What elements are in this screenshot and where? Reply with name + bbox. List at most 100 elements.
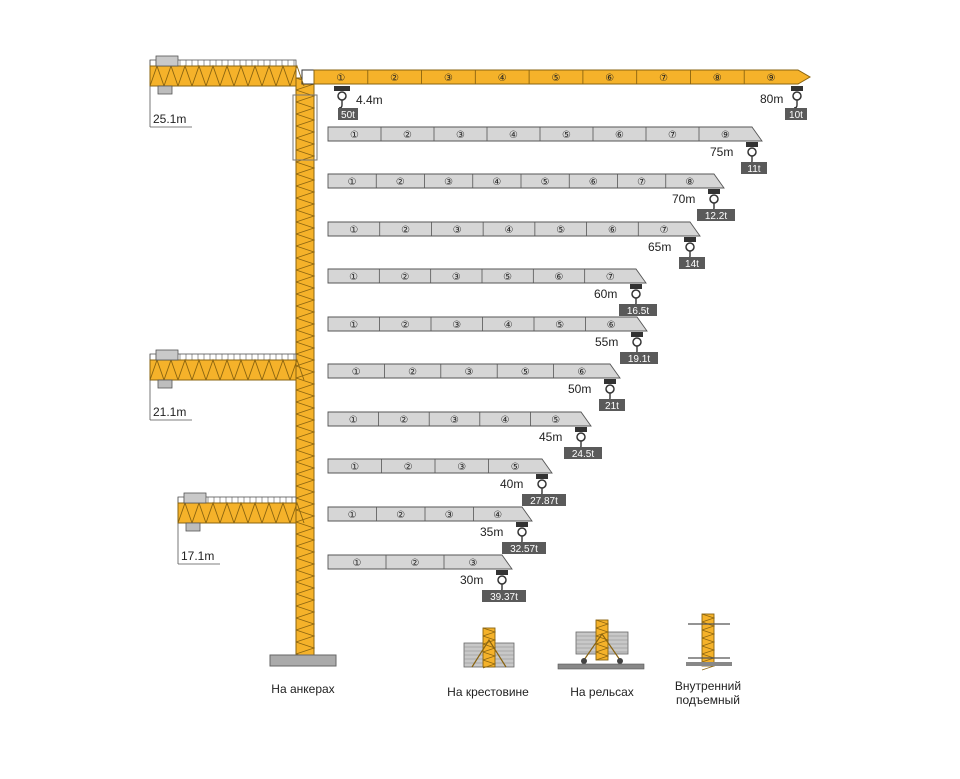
jib-config-radius: 45m bbox=[539, 430, 562, 444]
jib-config-section-number: ① bbox=[348, 177, 357, 188]
jib-config-load-tag bbox=[679, 257, 705, 269]
jib-config-radius: 35m bbox=[480, 525, 503, 539]
jib-config-section-number: ③ bbox=[444, 177, 453, 188]
jib-config-section-number: ③ bbox=[469, 558, 478, 569]
jib-config-load: 21t bbox=[605, 401, 619, 412]
trolley-icon bbox=[684, 237, 696, 242]
mini-mast-lacing bbox=[595, 619, 610, 661]
jib-config-section-number: ② bbox=[396, 177, 405, 188]
jib-config-load-tag bbox=[697, 209, 735, 221]
jib-config-section-number: ④ bbox=[505, 225, 514, 236]
trolley-icon bbox=[496, 570, 508, 575]
mini-mast-lacing bbox=[482, 627, 497, 669]
jib-config-load: 32.57t bbox=[510, 544, 538, 555]
jib-config-section-number: ⑧ bbox=[685, 177, 694, 188]
counter-jib-length: 21.1m bbox=[153, 405, 186, 419]
counterweight-block-icon bbox=[185, 522, 201, 532]
jib-config-section-number: ② bbox=[396, 510, 405, 521]
jib-config-load: 12.2t bbox=[705, 211, 727, 222]
counterweight-block-icon bbox=[157, 85, 173, 95]
jib-config-section-number: ② bbox=[411, 558, 420, 569]
jib-config-section-number: ① bbox=[349, 225, 358, 236]
wheel-icon bbox=[581, 658, 587, 664]
trolley-icon bbox=[630, 284, 642, 289]
main-jib-section-number: ④ bbox=[498, 73, 507, 84]
counterweight-icon bbox=[183, 492, 207, 504]
hook-block-icon bbox=[792, 91, 802, 101]
climbing-frame bbox=[292, 94, 318, 161]
counter-jib-2: 17.1m bbox=[177, 492, 305, 565]
jib-config-section-number: ⑨ bbox=[721, 130, 730, 141]
jib-config-radius: 55m bbox=[595, 335, 618, 349]
jib-config-radius: 65m bbox=[648, 240, 671, 254]
base-types: На крестовине На рельсах Внутреннийподъемн… bbox=[447, 613, 741, 707]
base-cross: На крестовине bbox=[447, 627, 529, 699]
trolley-icon bbox=[746, 142, 758, 147]
trolley-icon bbox=[334, 86, 350, 91]
jib-config-section-number: ⑤ bbox=[555, 320, 564, 331]
counterweight-icon bbox=[155, 349, 179, 361]
counter-jib-length: 25.1m bbox=[153, 112, 186, 126]
jib-config-section-number: ② bbox=[399, 415, 408, 426]
jib-config-body bbox=[327, 126, 763, 142]
jib-config-section-number: ④ bbox=[509, 130, 518, 141]
jib-config-radius: 60m bbox=[594, 287, 617, 301]
hook-block-icon bbox=[709, 194, 719, 204]
jib-config-section-number: ⑤ bbox=[511, 462, 520, 473]
trolley-icon bbox=[631, 332, 643, 337]
main-jib-section-number: ① bbox=[336, 73, 345, 84]
jib-config-body bbox=[327, 316, 648, 332]
jib-config-section-number: ② bbox=[403, 130, 412, 141]
jib-config-load: 39.37t bbox=[490, 592, 518, 603]
main-jib-tip-load: 10t bbox=[789, 110, 803, 121]
main-jib-section-number: ⑦ bbox=[659, 73, 668, 84]
jib-config-load: 24.5t bbox=[572, 449, 594, 460]
foundation-block bbox=[269, 654, 337, 667]
jib-config-section-number: ③ bbox=[450, 415, 459, 426]
jib-config-section-number: ① bbox=[353, 558, 362, 569]
base-label-anchors: На анкерах bbox=[271, 682, 334, 696]
jib-config-load: 11t bbox=[747, 164, 760, 175]
jib-config-body bbox=[327, 411, 592, 427]
max-load-tag bbox=[338, 108, 358, 120]
jib-config-section-number: ④ bbox=[501, 415, 510, 426]
counter-jib-length: 17.1m bbox=[181, 549, 214, 563]
jib-config-section-number: ⑤ bbox=[503, 272, 512, 283]
hook-icon bbox=[338, 100, 343, 109]
jib-config-load-tag bbox=[619, 304, 657, 316]
main-jib-max-load: 50t bbox=[341, 110, 355, 121]
rail-track-icon bbox=[557, 663, 645, 670]
hook-block-icon bbox=[631, 289, 641, 299]
jib-config-section-number: ③ bbox=[456, 130, 465, 141]
hook-block-icon bbox=[747, 147, 757, 157]
hook-block-icon bbox=[337, 91, 347, 101]
jib-config-section-number: ② bbox=[401, 272, 410, 283]
jib-config-body bbox=[327, 221, 701, 237]
jib-config-body bbox=[327, 268, 647, 284]
jib-config-section-number: ① bbox=[352, 367, 361, 378]
jib-config-section-number: ② bbox=[408, 367, 417, 378]
main-jib-section-number: ⑤ bbox=[552, 73, 561, 84]
base-label-rail: На рельсах bbox=[570, 685, 634, 699]
jib-config-section-number: ⑤ bbox=[556, 225, 565, 236]
jib-config-radius: 50m bbox=[568, 382, 591, 396]
jib-config-section-number: ④ bbox=[493, 510, 502, 521]
jib-config-section-number: ③ bbox=[457, 462, 466, 473]
jib-config-body bbox=[327, 363, 621, 379]
main-jib-section-number: ⑧ bbox=[713, 73, 722, 84]
jib-config-section-number: ① bbox=[348, 510, 357, 521]
jib-config-load-tag bbox=[620, 352, 658, 364]
jib-config-section-number: ② bbox=[404, 462, 413, 473]
base-label-cross: На крестовине bbox=[447, 685, 529, 699]
jib-config-load-tag bbox=[599, 399, 625, 411]
base-label-internal-line1: Внутренний bbox=[675, 679, 741, 693]
jib-config-body bbox=[327, 458, 553, 474]
jib-config-load: 16.5t bbox=[627, 306, 649, 317]
